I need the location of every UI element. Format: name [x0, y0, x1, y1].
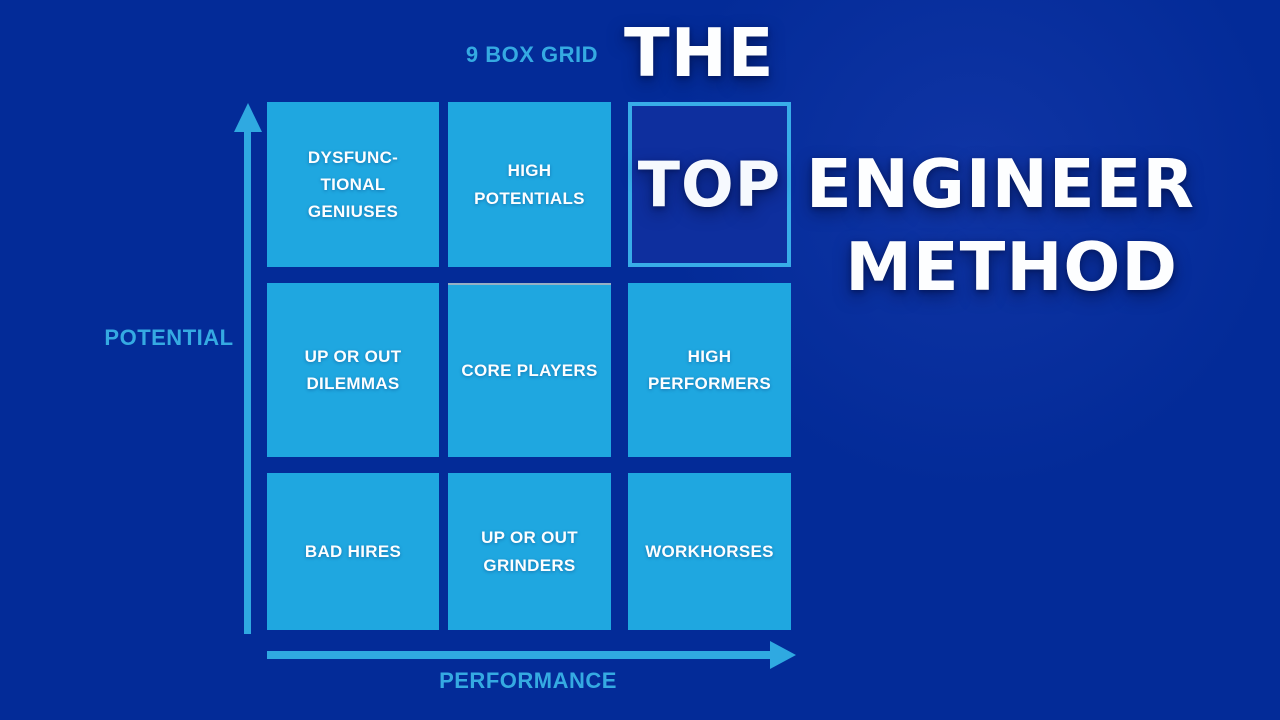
grid-cell-top-highlight: TOP [628, 102, 791, 267]
y-axis-arrowhead-icon [234, 103, 262, 132]
title-word-top: TOP [637, 147, 782, 221]
grid-cell-high-potentials: HIGH POTENTIALS [448, 102, 611, 267]
grid-cell-high-performers: HIGH PERFORMERS [628, 283, 791, 457]
title-word-method: METHOD [845, 228, 1178, 306]
cell-label: UP OR OUT DILEMMAS [304, 346, 402, 393]
x-axis-arrow-shaft [267, 651, 772, 659]
grid-cell-up-or-out-grinders: UP OR OUT GRINDERS [448, 473, 611, 630]
cell-label: HIGH POTENTIALS [474, 161, 585, 208]
cell-label: HIGH PERFORMERS [648, 346, 771, 393]
x-axis-label: PERFORMANCE [439, 668, 617, 693]
y-axis-arrow-shaft [244, 128, 251, 634]
nine-box-grid-label: 9 BOX GRID [465, 42, 599, 67]
cell-label: WORKHORSES [645, 541, 774, 561]
y-axis-label: POTENTIAL [104, 325, 234, 350]
cell-label: BAD HIRES [304, 541, 402, 561]
cell-label: CORE PLAYERS [461, 361, 598, 381]
grid-cell-dysfunctional-geniuses: DYSFUNC- TIONAL GENIUSES [267, 102, 439, 267]
grid-cell-workhorses: WORKHORSES [628, 473, 791, 630]
grid-cell-bad-hires: BAD HIRES [267, 473, 439, 630]
title-word-the: THE [624, 14, 775, 92]
grid-cell-up-or-out-dilemmas: UP OR OUT DILEMMAS [267, 283, 439, 457]
cell-label: DYSFUNC- TIONAL GENIUSES [307, 147, 399, 222]
title-word-engineer: ENGINEER [806, 145, 1195, 223]
x-axis-arrowhead-icon [770, 641, 796, 669]
grid-cell-core-players: CORE PLAYERS [448, 283, 611, 457]
cell-label: UP OR OUT GRINDERS [481, 528, 578, 575]
